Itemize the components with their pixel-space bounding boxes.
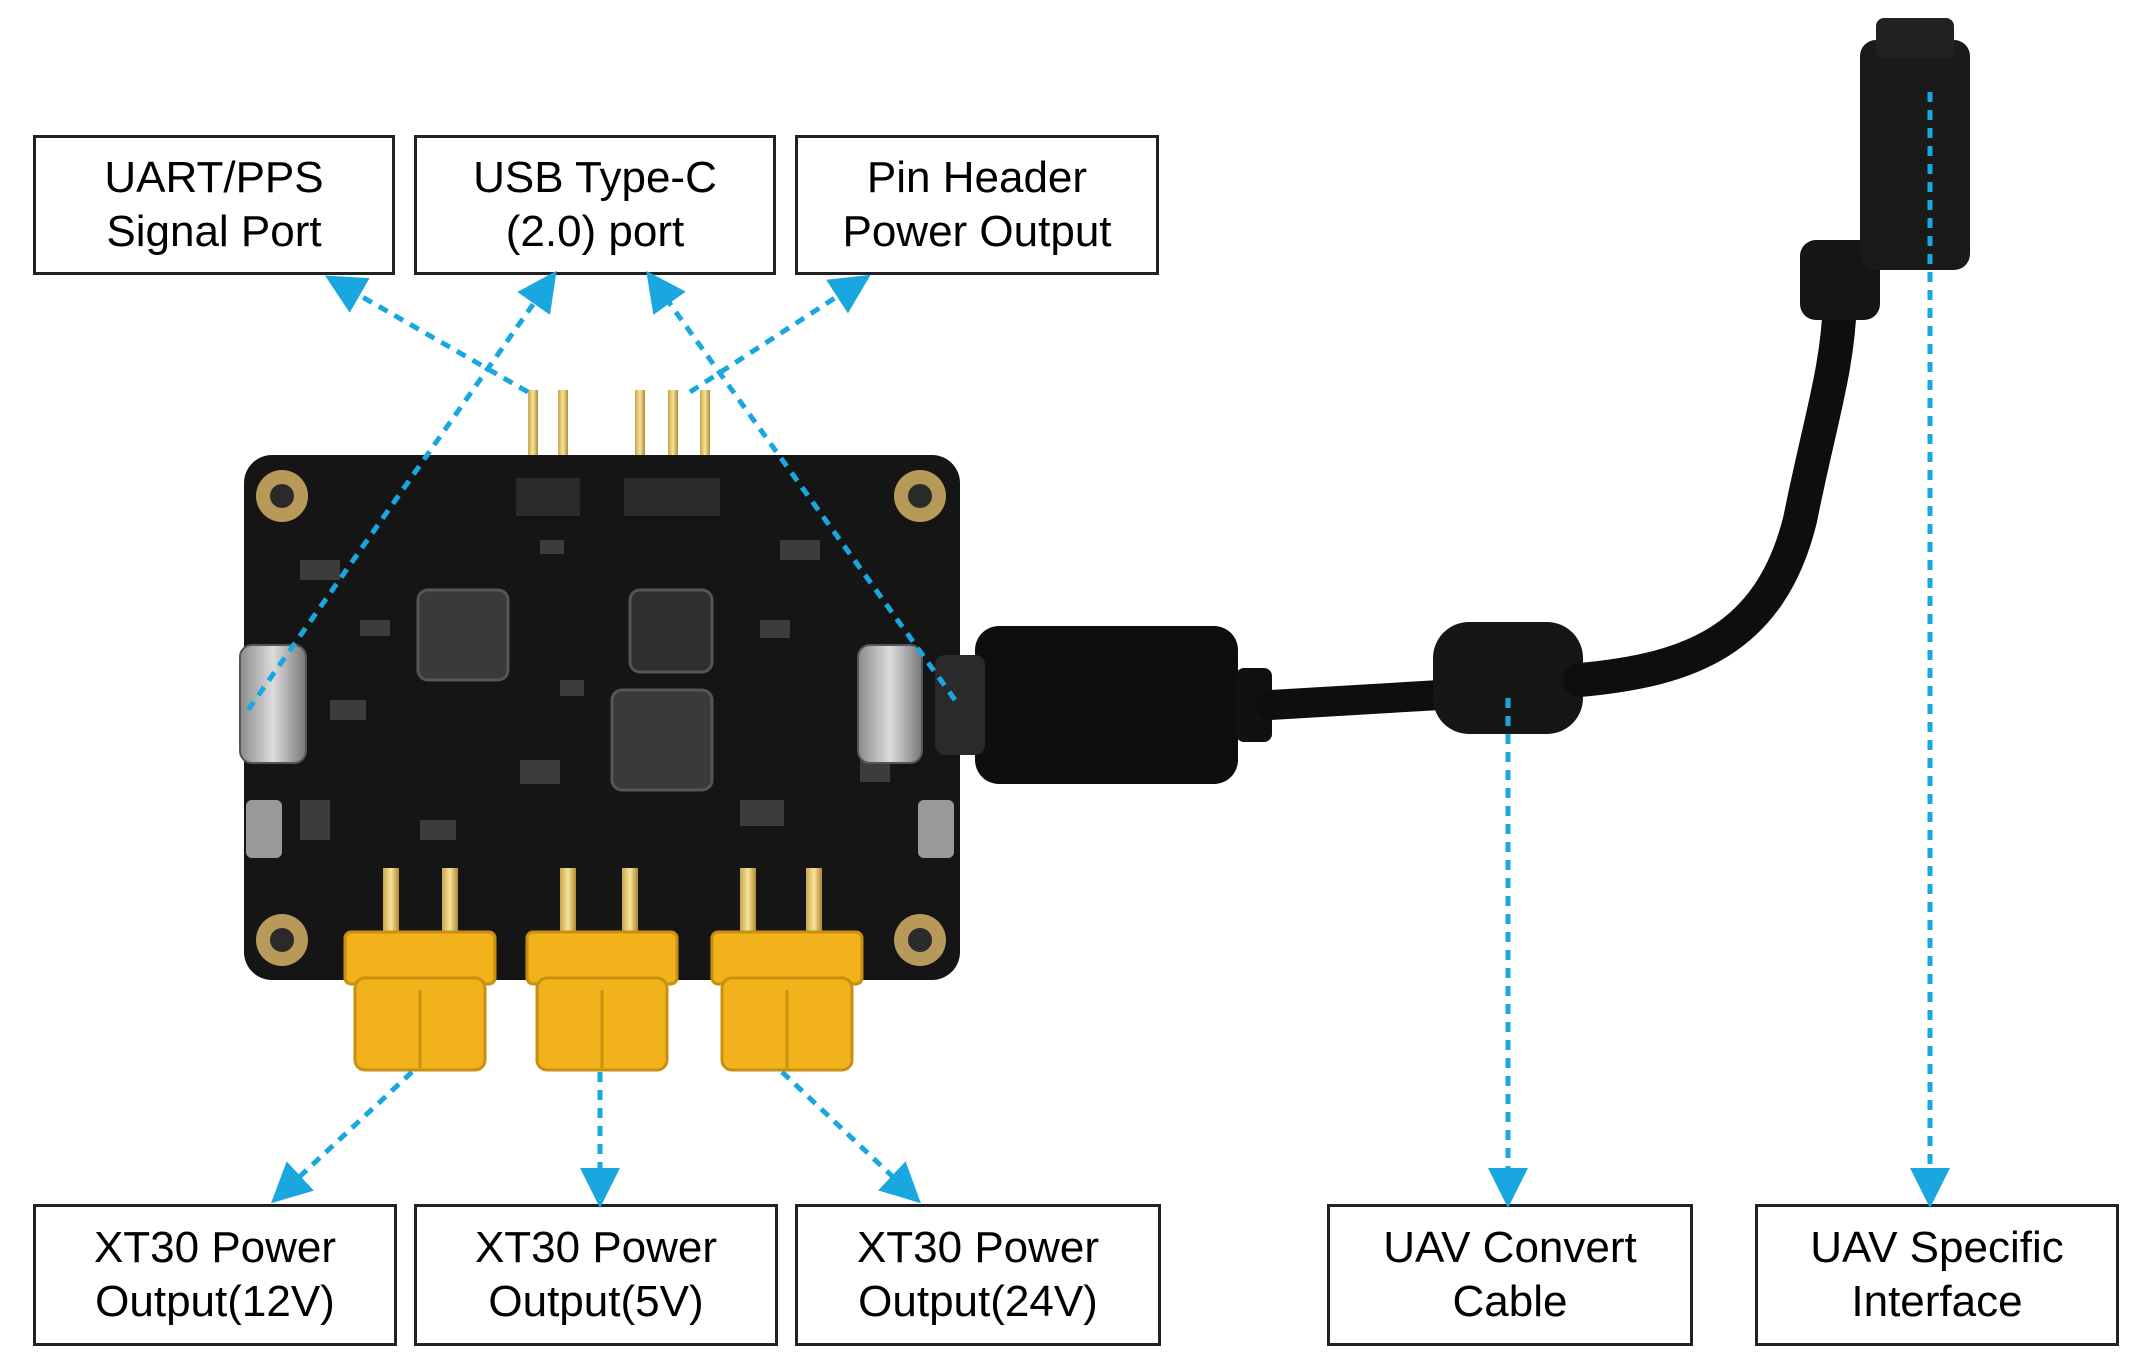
usb-c-plug-housing	[975, 626, 1238, 784]
arrow-uart-pps	[324, 275, 530, 395]
label-uav-specific-interface: UAV Specific Interface	[1755, 1204, 2119, 1346]
label-pin-header-power-output: Pin Header Power Output	[795, 135, 1159, 275]
usb-c-plug-tip	[935, 655, 985, 755]
pin-header	[528, 390, 710, 490]
pin	[635, 390, 645, 490]
label-line-1: UAV Convert	[1383, 1223, 1637, 1272]
label-xt30-power-24v: XT30 Power Output(24V)	[795, 1204, 1161, 1346]
side-switch	[246, 800, 282, 858]
arrow-usb-type-c-left	[245, 270, 557, 712]
pin-header-base	[516, 478, 580, 516]
label-line-2: Cable	[1452, 1277, 1568, 1326]
label-line-2: (2.0) port	[505, 207, 685, 256]
label-xt30-power-12v: XT30 Power Output(12V)	[33, 1204, 397, 1346]
pin-header-base	[624, 478, 720, 516]
label-line-2: Interface	[1851, 1277, 2023, 1326]
strain-relief	[1236, 668, 1272, 742]
label-line-2: Output(12V)	[95, 1277, 335, 1326]
pin	[700, 390, 710, 490]
drone-connector-body	[1860, 40, 1970, 270]
ferrite-core	[1433, 622, 1583, 734]
pin	[560, 868, 576, 936]
label-line-1: USB Type-C	[473, 153, 717, 202]
label-line-2: Signal Port	[106, 207, 322, 256]
usb-c-port-right	[857, 644, 923, 764]
arrow-xt30-12v	[271, 1070, 414, 1204]
label-line-1: Pin Header	[866, 153, 1088, 202]
pin	[442, 868, 458, 936]
smd-components	[300, 540, 890, 840]
inductor	[628, 588, 714, 674]
label-line-1: UAV Specific	[1810, 1223, 2064, 1272]
pin	[528, 390, 538, 490]
label-line-2: Output(24V)	[858, 1277, 1098, 1326]
label-line-1: XT30 Power	[856, 1223, 1100, 1272]
label-line-2: Output(5V)	[488, 1277, 704, 1326]
pin	[668, 390, 678, 490]
mounting-holes	[256, 470, 946, 966]
label-usb-type-c-port: USB Type-C (2.0) port	[414, 135, 776, 275]
arrow-pin-header	[688, 274, 871, 395]
label-line-1: XT30 Power	[474, 1223, 718, 1272]
uav-convert-cable	[935, 18, 1970, 784]
pcb-board	[244, 455, 960, 980]
label-uart-pps-signal-port: UART/PPS Signal Port	[33, 135, 395, 275]
label-uav-convert-cable: UAV Convert Cable	[1327, 1204, 1693, 1346]
xt30-connector-12v	[343, 930, 497, 1072]
arrow-usb-type-c-right	[646, 270, 958, 702]
side-switch	[918, 800, 954, 858]
xt30-connector-24v	[710, 930, 864, 1072]
pin	[383, 868, 399, 936]
drone-connector-plug	[1876, 18, 1954, 58]
pin	[558, 390, 568, 490]
label-line-2: Power Output	[842, 207, 1112, 256]
pin	[622, 868, 638, 936]
label-line-1: XT30 Power	[93, 1223, 337, 1272]
usb-c-port-left	[239, 644, 307, 764]
pin	[740, 868, 756, 936]
xt30-pins	[383, 868, 822, 936]
xt30-connector-5v	[525, 930, 679, 1072]
pin	[806, 868, 822, 936]
inductor	[610, 688, 714, 792]
label-xt30-power-5v: XT30 Power Output(5V)	[414, 1204, 778, 1346]
drone-connector-boot	[1800, 240, 1880, 320]
arrow-xt30-24v	[780, 1070, 921, 1204]
inductor	[416, 588, 510, 682]
label-line-1: UART/PPS	[104, 153, 324, 202]
